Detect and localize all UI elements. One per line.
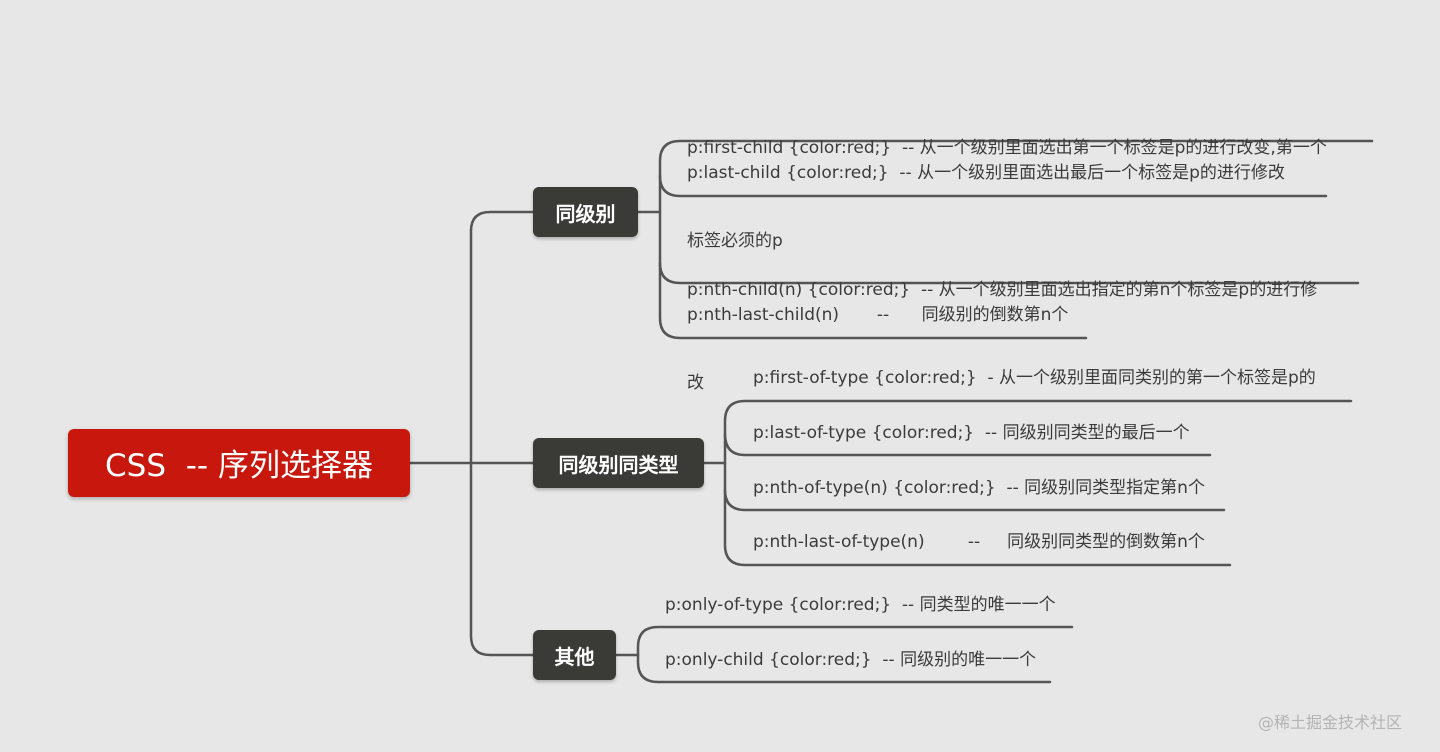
- connector-cat1-bracket: [658, 139, 1374, 340]
- leaf-first-child-line2: 标签必须的p: [687, 231, 783, 251]
- leaf-nth-child-line2: 改: [687, 373, 704, 393]
- connector-trunk: [469, 210, 535, 657]
- connector-cat2-item3: [723, 488, 1226, 512]
- leaf-nth-child-line1: p:nth-child(n) {color:red;} -- 从一个级别里面选出…: [687, 280, 1318, 300]
- connector-cat2-bracket: [723, 399, 1353, 567]
- leaf-only-child: p:only-child {color:red;} -- 同级别的唯一一个: [665, 650, 1037, 670]
- connector-cat3-bracket: [636, 625, 1074, 684]
- leaf-nth-last-child: p:nth-last-child(n) -- 同级别的倒数第n个: [687, 305, 1069, 325]
- category-same-level-same-type[interactable]: 同级别同类型: [533, 438, 704, 488]
- connector-cat1-item2: [658, 174, 1328, 198]
- connector-cat1-item3: [658, 261, 1360, 285]
- leaf-first-of-type: p:first-of-type {color:red;} - 从一个级别里面同类…: [753, 368, 1316, 388]
- connector-cat2-item2: [723, 432, 1212, 457]
- category-same-level[interactable]: 同级别: [533, 187, 638, 237]
- watermark: @稀土掘金技术社区: [1258, 713, 1403, 732]
- root-node[interactable]: CSS -- 序列选择器: [68, 429, 410, 497]
- leaf-last-child: p:last-child {color:red;} -- 从一个级别里面选出最后…: [687, 163, 1285, 183]
- category-other[interactable]: 其他: [533, 630, 616, 680]
- leaf-first-child-line1: p:first-child {color:red;} -- 从一个级别里面选出第…: [687, 138, 1327, 158]
- leaf-last-of-type: p:last-of-type {color:red;} -- 同级别同类型的最后…: [753, 423, 1190, 443]
- leaf-nth-child: p:nth-child(n) {color:red;} -- 从一个级别里面选出…: [687, 213, 1317, 430]
- leaf-first-child: p:first-child {color:red;} -- 从一个级别里面选出第…: [687, 71, 1327, 288]
- leaf-nth-of-type: p:nth-of-type(n) {color:red;} -- 同级别同类型指…: [753, 478, 1205, 498]
- leaf-only-of-type: p:only-of-type {color:red;} -- 同类型的唯一一个: [665, 595, 1056, 615]
- leaf-nth-last-of-type: p:nth-last-of-type(n) -- 同级别同类型的倒数第n个: [753, 532, 1205, 552]
